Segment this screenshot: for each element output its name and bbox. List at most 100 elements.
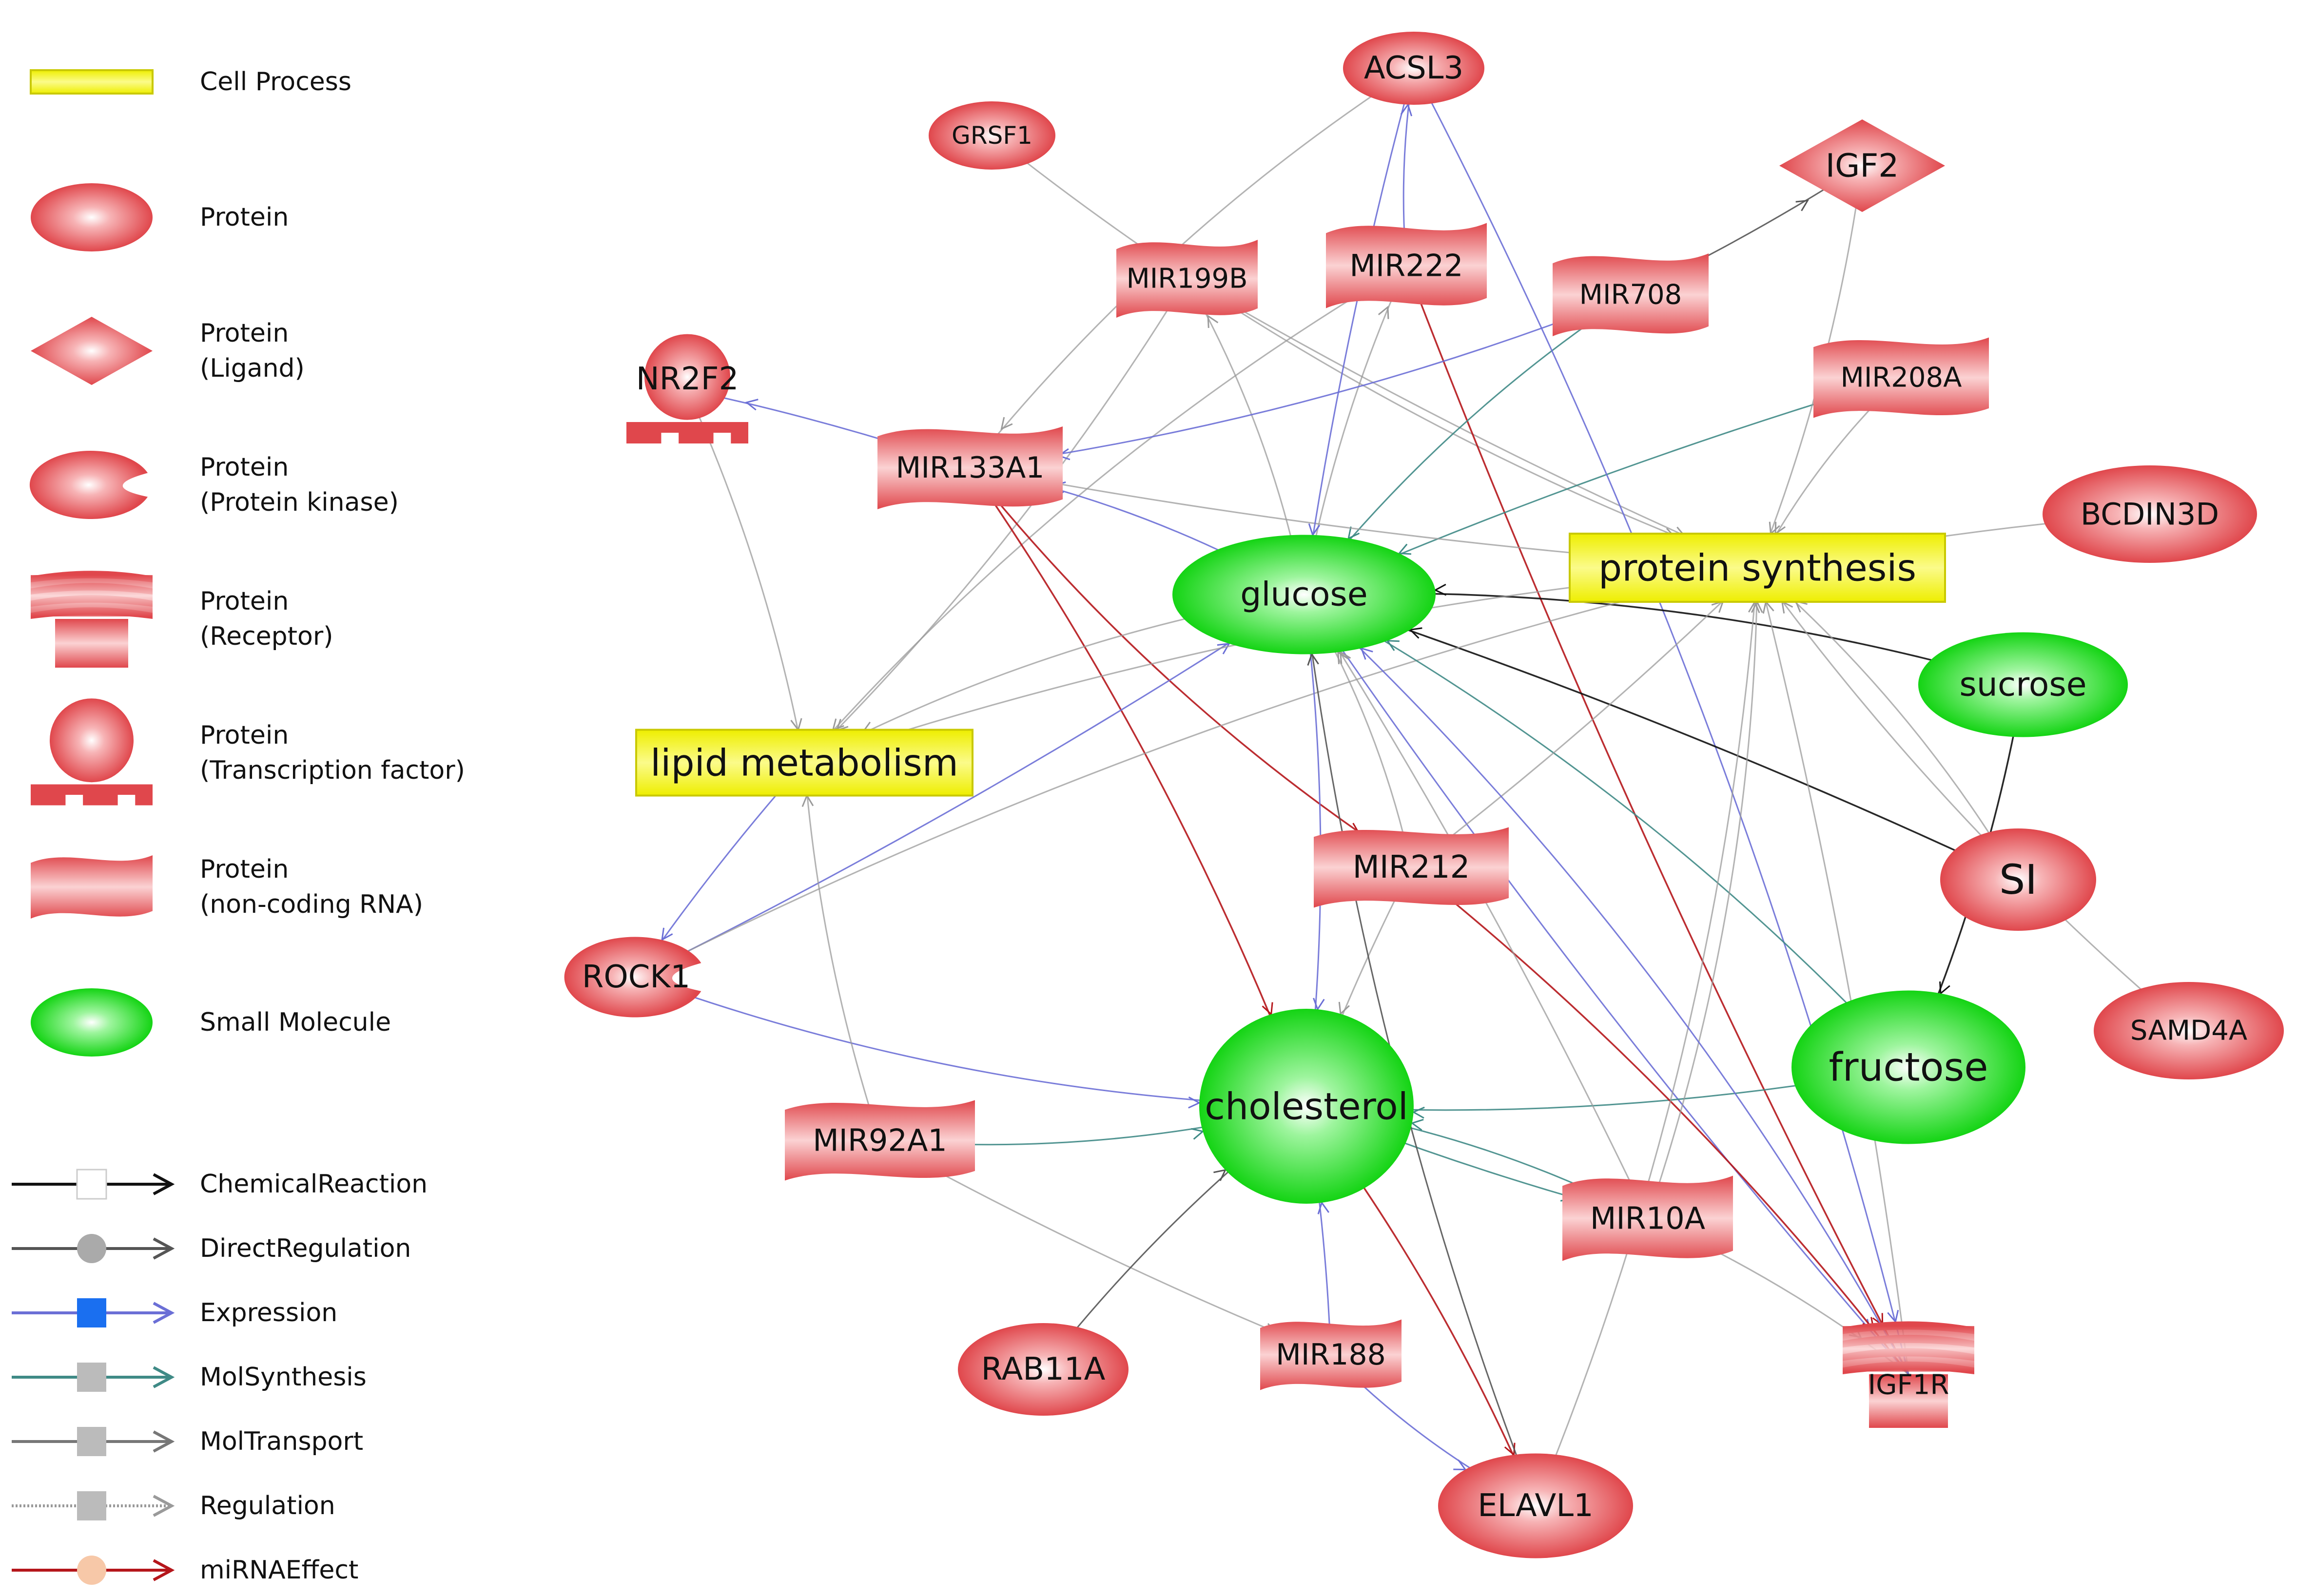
edge-grsf1-protein_synthesis [992,135,1758,569]
node-label: MIR133A1 [896,451,1045,485]
node-mir208a[interactable]: MIR208A [1813,337,1989,418]
gray-square-marker-icon [77,1491,106,1520]
edge-arrowhead [1453,1459,1467,1471]
node-igf2[interactable]: IGF2 [1779,119,1945,212]
edge-mir212-igf1r [1410,866,1909,1375]
node-label: SI [1999,856,2037,904]
legend-edge-label: MolSynthesis [200,1363,367,1392]
legend-node-cell_process: Cell Process [30,67,351,96]
edge-acsl3-igf1r [1413,68,1909,1375]
legend-edge-arrow [153,1173,175,1195]
node-rock1[interactable]: ROCK1 [564,937,701,1018]
node-sucrose[interactable]: sucrose [1918,632,2128,737]
node-rab11a[interactable]: RAB11A [958,1323,1129,1416]
node-label: lipid metabolism [650,741,958,785]
node-label: ACSL3 [1364,50,1463,86]
edge-mir92a1-lipid_metabolism [803,762,881,1141]
edge-igf1r-protein_synthesis [1756,567,1909,1375]
node-glucose[interactable]: glucose [1172,535,1436,654]
node-acsl3[interactable]: ACSL3 [1343,32,1484,105]
node-label: IGF2 [1826,147,1899,185]
node-fructose[interactable]: fructose [1791,990,2025,1144]
node-cholesterol[interactable]: cholesterol [1199,1009,1414,1204]
node-elavl1[interactable]: ELAVL1 [1438,1453,1633,1558]
legend-node-protein: Protein [31,183,289,251]
legend-node-ncrna: Protein(non-coding RNA) [31,855,423,919]
green-ellipse-icon [31,988,153,1057]
edge-acsl3-glucose [1303,68,1415,595]
legend-edge-mol_transport: MolTransport [12,1427,363,1456]
node-mir212[interactable]: MIR212 [1314,827,1509,908]
node-label: IGF1R [1868,1369,1949,1401]
node-igf1r[interactable]: IGF1R [1843,1321,1974,1428]
edge-arrowhead [1188,1096,1201,1109]
node-label: fructose [1829,1045,1988,1090]
edge-rock1-protein_synthesis [636,567,1758,978]
legend-node-small_molecule: Small Molecule [31,988,391,1057]
node-bcdin3d[interactable]: BCDIN3D [2043,465,2257,563]
legend-node-kinase: Protein(Protein kinase) [29,451,399,519]
legend-node-label: Small Molecule [200,1008,391,1037]
node-mir10a[interactable]: MIR10A [1562,1175,1733,1261]
edge-arrowhead [1400,103,1413,116]
edge-arrowhead [661,927,673,941]
gray-square-marker-icon [77,1363,106,1392]
legend-edge-chemical_reaction: ChemicalReaction [12,1169,428,1200]
node-label: SAMD4A [2130,1015,2247,1047]
legend-edge-label: ChemicalReaction [200,1170,428,1199]
legend-node-label: Cell Process [200,67,351,96]
node-label: GRSF1 [952,121,1032,150]
edge-arrowhead [1360,647,1373,660]
edge-arrowhead [1191,1128,1205,1140]
legend-node-receptor: Protein(Receptor) [31,571,333,668]
node-grsf1[interactable]: GRSF1 [929,101,1055,170]
edge-arrowhead [1213,1169,1227,1181]
peach-circle-marker-icon [77,1556,106,1585]
node-protein_synthesis[interactable]: protein synthesis [1569,533,1946,603]
node-mir199b[interactable]: MIR199B [1116,240,1258,318]
legend-edge-arrow [153,1237,175,1260]
node-label: MIR212 [1353,849,1470,885]
red-transcription-factor-icon [31,698,153,806]
edge-arrowhead [1408,627,1422,639]
node-samd4a[interactable]: SAMD4A [2094,982,2284,1079]
edge-rock1-glucose [636,594,1304,978]
node-mir133a1[interactable]: MIR133A1 [877,426,1063,509]
node-mir222[interactable]: MIR222 [1326,223,1487,308]
edge-arrowhead [1386,640,1400,651]
legend-edge-label: miRNAEffect [200,1556,358,1585]
edge-arrowhead [1000,417,1013,430]
legend-edge-label: DirectRegulation [200,1234,411,1263]
node-mir92a1[interactable]: MIR92A1 [785,1100,975,1181]
node-label: BCDIN3D [2081,497,2219,532]
edge-elavl1-protein_synthesis [1535,567,1758,1506]
node-nr2f2[interactable]: NR2F2 [626,334,748,443]
legend-node-label: Protein(non-coding RNA) [200,855,423,919]
legend-edge-mol_synthesis: MolSynthesis [12,1363,367,1392]
node-lipid_metabolism[interactable]: lipid metabolism [635,729,973,797]
node-mir708[interactable]: MIR708 [1553,253,1709,336]
yellow-bar-icon [30,69,154,95]
node-label: cholesterol [1205,1085,1408,1128]
red-diamond-icon [31,317,153,385]
legend-node-tf: Protein(Transcription factor) [31,698,465,806]
node-si[interactable]: SI [1940,828,2096,931]
legend-edge-mirna_effect: miRNAEffect [12,1556,358,1585]
edge-mir222-igf1r [1405,265,1909,1375]
legend-edge-arrow [153,1366,175,1388]
edge-fructose-glucose [1304,594,1909,1068]
legend-edge-regulation: Regulation [12,1491,335,1520]
node-mir188[interactable]: MIR188 [1260,1319,1402,1390]
node-label: MIR92A1 [813,1123,947,1158]
edge-arrowhead [1412,1106,1425,1119]
legend-node-label: Protein(Ligand) [200,319,305,383]
edge-si-protein_synthesis [1757,567,2019,880]
edge-arrowhead [1378,306,1389,319]
edge-arrowhead [1207,314,1219,328]
edge-igf1r-glucose [1303,594,1909,1375]
red-ellipse-icon [31,183,153,251]
node-label: MIR10A [1590,1201,1705,1236]
legend-node-label: Protein(Protein kinase) [200,453,399,517]
